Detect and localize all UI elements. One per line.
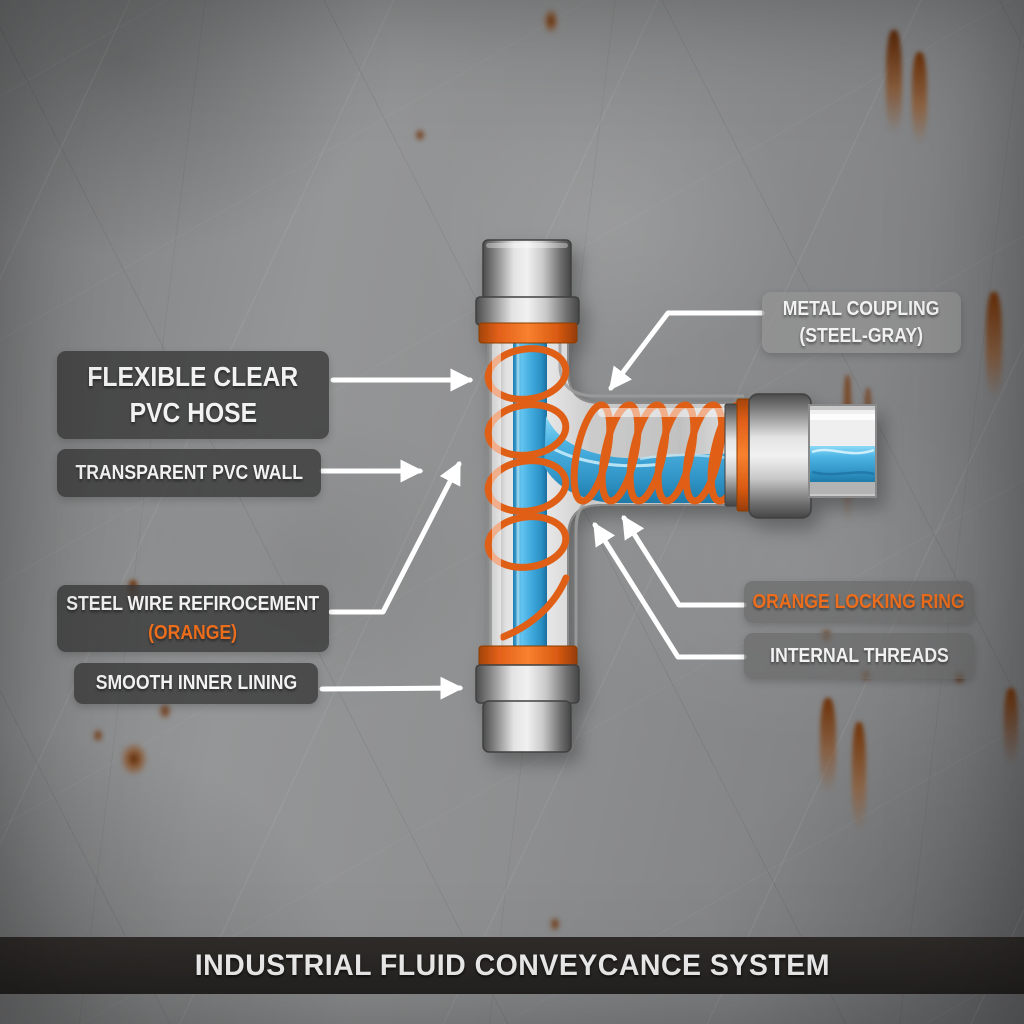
hose-reflection	[598, 408, 744, 417]
hose-inner-wall-line	[558, 340, 744, 398]
arrow-locking-ring	[621, 515, 747, 608]
label-smooth-inner-lining: SMOOTH INNER LINING	[74, 663, 318, 704]
label-line-orange: (ORANGE)	[148, 621, 238, 644]
label-line-orange: ORANGE LOCKING RING	[752, 590, 966, 613]
label-line: PVC HOSE	[129, 397, 257, 428]
arrow-inner-lining	[319, 676, 464, 700]
label-flexible-clear-pvc-hose: FLEXIBLE CLEAR PVC HOSE	[57, 351, 329, 439]
label-line: INTERNAL THREADS	[769, 644, 949, 667]
steel-wire-spiral-vertical	[484, 345, 570, 641]
top-coupling-cap	[482, 239, 572, 301]
bottom-locking-ring	[478, 645, 578, 668]
top-locking-ring	[478, 322, 578, 344]
arrow-metal-coupling	[608, 310, 765, 391]
top-coupling-collar	[475, 296, 580, 326]
label-transparent-pvc-wall: TRANSPARENT PVC WALL	[57, 449, 321, 497]
annotation-arrows	[319, 310, 765, 700]
water-stream-branch	[544, 416, 745, 503]
title-banner: INDUSTRIAL FLUID CONVEYCANCE SYSTEM	[0, 937, 1024, 994]
label-line: TRANSPARENT PVC WALL	[75, 461, 303, 484]
water-wave-shadow	[811, 470, 875, 476]
bottom-coupling-cap	[482, 700, 572, 753]
label-line: SMOOTH INNER LINING	[95, 672, 297, 694]
right-metal-coupling	[748, 393, 812, 519]
label-line: STEEL WIRE REFIROCEMENT	[66, 592, 320, 615]
label-steel-wire-reinforcement: STEEL WIRE REFIROCEMENT (ORANGE)	[57, 585, 329, 652]
bottom-coupling-collar	[475, 664, 580, 704]
top-coupling-cap-rim	[486, 243, 568, 248]
title-banner-text: INDUSTRIAL FLUID CONVEYCANCE SYSTEM	[194, 948, 830, 982]
right-orange-locking-ring	[736, 398, 751, 512]
label-line: (STEEL-GRAY)	[799, 324, 924, 347]
right-clear-pipe	[808, 404, 877, 498]
arrow-internal-threads	[592, 522, 747, 660]
label-line: METAL COUPLING	[783, 297, 940, 320]
hose-reflection	[492, 342, 501, 650]
water-wave-highlight	[811, 448, 875, 455]
label-orange-locking-ring: ORANGE LOCKING RING	[744, 581, 974, 623]
label-metal-coupling: METAL COUPLING (STEEL-GRAY)	[762, 292, 961, 353]
right-coupling-inner-ring	[724, 403, 739, 507]
label-internal-threads: INTERNAL THREADS	[744, 633, 974, 679]
label-line: FLEXIBLE CLEAR	[87, 361, 299, 393]
arrow-steel-wire	[328, 460, 462, 615]
